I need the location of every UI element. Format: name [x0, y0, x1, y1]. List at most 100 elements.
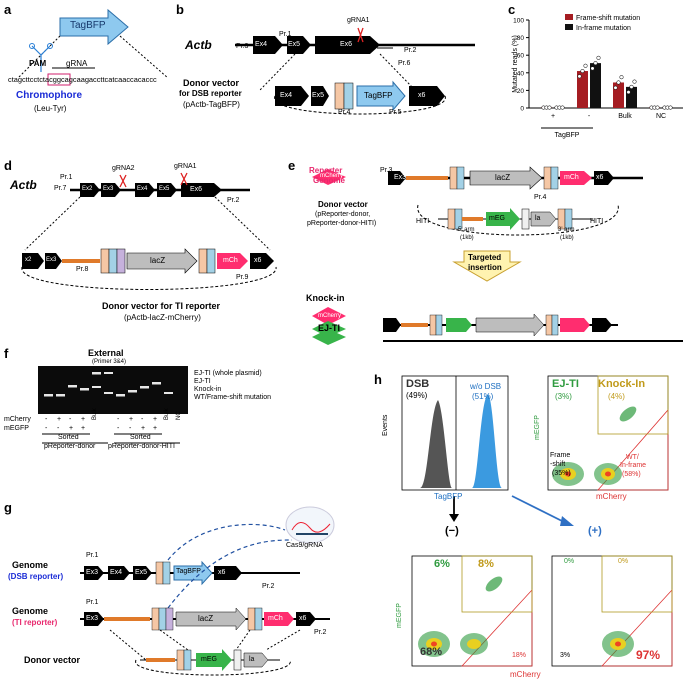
- d-grna2-label: gRNA2: [112, 165, 135, 172]
- e-kb3-label: (1kb): [560, 235, 574, 241]
- tagbfp-label: TagBFP: [70, 20, 106, 31]
- f-bulk-2: Bulk: [164, 408, 170, 420]
- d-pr1-label: Pr.1: [60, 174, 73, 181]
- g-cas9-label: Cas9/gRNA: [286, 542, 323, 549]
- legend-inframe-swatch: [565, 24, 573, 30]
- g-ex4-label: Ex4: [110, 569, 123, 576]
- f-egfp-row2-2: +: [141, 425, 146, 432]
- h-neg-q3: 18%: [512, 652, 527, 659]
- c-point-3-0-2: [655, 105, 660, 110]
- f-sorted-1: Sorted: [58, 434, 79, 441]
- e-donor-label: Donor vector: [318, 200, 368, 209]
- f-egfp-row2-3: +: [153, 425, 158, 432]
- g-ex3b-label: Ex3: [86, 615, 99, 622]
- d-pr7-label: Pr.7: [54, 185, 67, 192]
- donor-x6-label: x6: [418, 92, 426, 99]
- d-ex5-label: Ex5: [159, 186, 170, 192]
- g-lacz-label: lacZ: [198, 614, 214, 623]
- h-neg-q0: 6%: [434, 558, 450, 570]
- e-targeted-label: Targeted: [468, 253, 502, 262]
- d-x6-label: x6: [254, 257, 262, 264]
- h-wodsb-label: w/o DSB: [470, 382, 502, 391]
- panel-g-graphics: [80, 506, 335, 676]
- e-mcherry-genome: mCherry: [320, 173, 344, 179]
- e-kb5-label: (1kb): [460, 235, 474, 241]
- c-ytick-label-2: 40: [517, 70, 525, 77]
- e-insertion-label: insertion: [468, 263, 502, 272]
- c-xtick-label-1: -: [588, 113, 591, 120]
- d-actb-gene-label: Actb: [10, 178, 37, 192]
- d-ex2-label: Ex2: [82, 186, 93, 192]
- e-ex3-label: Ex3: [394, 174, 407, 181]
- e-genome-label: Genome: [313, 176, 346, 185]
- h-neg-q2: 68%: [420, 646, 443, 658]
- c-bar-1-0: [577, 71, 588, 108]
- f-band-3: WT/Frame-shift mutation: [194, 394, 272, 401]
- h-megfp-axis-bot: mEGFP: [396, 603, 403, 628]
- e-meg-label: mEG: [489, 215, 505, 222]
- h-pos-label: (+): [588, 525, 602, 537]
- f-egfp-row2-1: -: [129, 425, 132, 432]
- h-neg-q1: 8%: [478, 558, 494, 570]
- e-mcherry-ki: mCherry: [318, 313, 342, 319]
- e-lacz-label: lacZ: [495, 173, 511, 182]
- h-neg-label: (−): [445, 525, 459, 537]
- f-mch-row2-1: +: [129, 416, 134, 423]
- f-egfp-row2-0: -: [117, 425, 120, 432]
- g-pr1b-label: Pr.1: [86, 599, 99, 606]
- g-pr2b-label: Pr.2: [314, 629, 327, 636]
- c-ytick-label-4: 80: [517, 35, 525, 42]
- d-pr2-label: Pr.2: [227, 197, 240, 204]
- legend-frameshift: Frame-shift mutation: [576, 15, 640, 22]
- g-ti-label: (TI reporter): [12, 618, 58, 627]
- ex4-label: Ex4: [255, 41, 268, 48]
- pr5-label: Pr.5: [389, 109, 402, 116]
- e-donor2-label: (pReporter-donor,: [315, 211, 371, 218]
- c-point-2-1-2: [632, 79, 637, 84]
- g-la-label: la: [249, 656, 255, 663]
- ex6-label: Ex6: [340, 41, 353, 48]
- panel-d-graphics: [21, 172, 277, 290]
- d-pr9-label: Pr.9: [236, 274, 249, 281]
- pr6-label: Pr.6: [398, 60, 411, 67]
- h-frameshift-pct: (35%): [552, 470, 571, 477]
- g-tagbfp-label: TagBFP: [176, 568, 201, 575]
- c-point-0-1-2: [560, 105, 565, 110]
- panel-label-d: d: [4, 158, 12, 173]
- c-ylabel: Mutated reads (%): [512, 35, 519, 93]
- d-x2-label: x2: [25, 257, 32, 263]
- h-tagbfp-axis: TagBFP: [434, 492, 463, 501]
- g-genome1-label: Genome: [12, 560, 49, 570]
- h-dsb-pct: (49%): [406, 391, 428, 400]
- panel-label-a: a: [4, 2, 12, 17]
- donor-name: (pActb-TagBFP): [183, 100, 240, 109]
- e-arm5-label: 5' arm: [458, 227, 475, 233]
- legend-frameshift-swatch: [565, 14, 573, 20]
- h-frameshift-label: Frame: [550, 452, 571, 459]
- c-point-1-1-2: [596, 55, 601, 60]
- f-mch-row2-2: -: [141, 416, 144, 423]
- donor-title2: for DSB reporter: [179, 89, 242, 98]
- f-mch-row-0: -: [45, 416, 48, 423]
- g-pr2a-label: Pr.2: [262, 583, 275, 590]
- f-mch-row-1: +: [57, 416, 62, 423]
- g-x6b-label: x6: [299, 615, 307, 622]
- g-genome2-label: Genome: [12, 606, 49, 616]
- pr4-label: Pr.4: [338, 109, 351, 116]
- donor-tagbfp-label: TagBFP: [364, 91, 393, 100]
- panel-e-graphics: [312, 166, 683, 345]
- f-donor-2: pReporter-donor-HITI: [108, 443, 175, 450]
- e-x6-label: x6: [596, 174, 604, 181]
- c-xtick-label-0: +: [551, 113, 555, 120]
- h-frameshift2-label: -shift: [550, 461, 566, 468]
- f-band-1: EJ-TI: [194, 378, 211, 385]
- c-point-1-0-0: [577, 74, 582, 79]
- h-pos-q1: 0%: [618, 558, 629, 565]
- f-mch-row2-0: -: [117, 416, 120, 423]
- e-ejti-label: EJ-TI: [318, 323, 341, 333]
- c-ytick-label-1: 20: [517, 88, 525, 95]
- c-point-1-1-1: [593, 61, 598, 66]
- c-bar-2-0: [613, 82, 624, 108]
